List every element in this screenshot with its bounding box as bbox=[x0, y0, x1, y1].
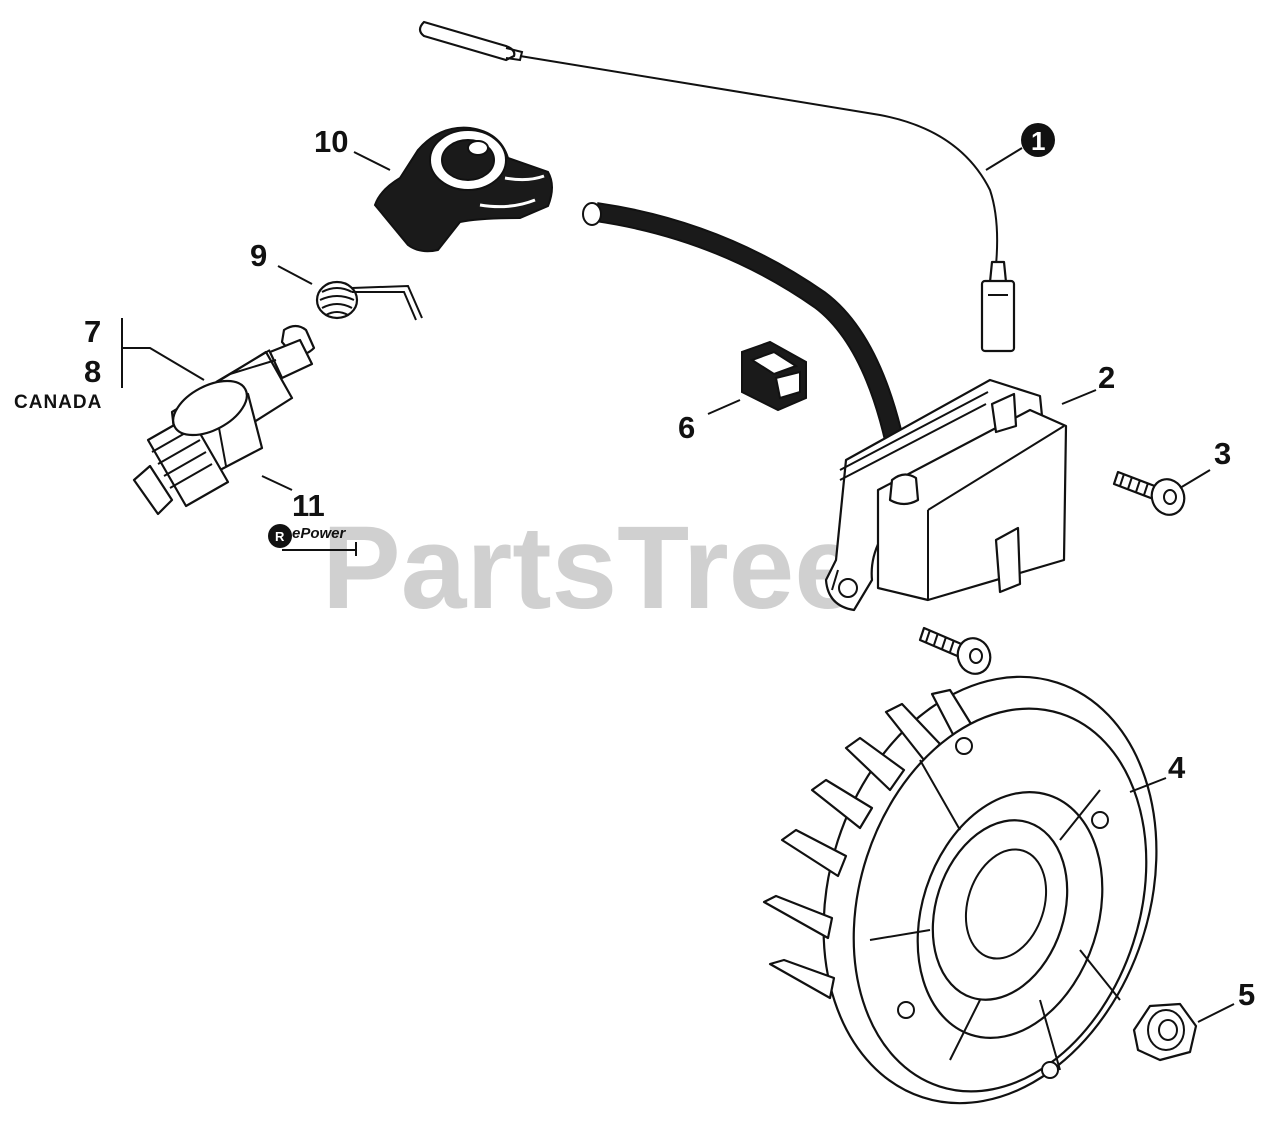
callout-8-label[interactable]: 8 bbox=[84, 354, 101, 389]
ignition-lead[interactable] bbox=[582, 202, 912, 482]
part-3-screw-second[interactable] bbox=[918, 626, 995, 678]
repower-logo: R ePower bbox=[268, 524, 357, 556]
callout-5-label[interactable]: 5 bbox=[1238, 977, 1255, 1012]
callout-3-label[interactable]: 3 bbox=[1214, 436, 1231, 471]
callout-9-label[interactable]: 9 bbox=[250, 238, 267, 273]
leader-lines bbox=[121, 147, 1235, 1023]
callout-11-label[interactable]: 11 bbox=[292, 488, 325, 523]
repower-logo-text: ePower bbox=[292, 525, 347, 542]
region-note-canada: CANADA bbox=[14, 392, 102, 413]
watermark-text: PartsTree bbox=[322, 502, 860, 634]
callout-7-label[interactable]: 7 bbox=[84, 314, 101, 349]
part-5-nut[interactable] bbox=[1132, 1002, 1198, 1062]
callout-1-label: 1 bbox=[1031, 126, 1045, 156]
part-1-stop-wire[interactable] bbox=[418, 20, 1016, 353]
part-2-ignition-coil[interactable] bbox=[824, 378, 1068, 612]
part-10-spark-plug-boot[interactable] bbox=[373, 126, 553, 253]
repower-logo-badge bbox=[268, 524, 292, 548]
part-9-spring-clip[interactable] bbox=[315, 280, 423, 321]
callout-1[interactable]: 1 bbox=[1021, 123, 1055, 157]
part-6-grommet[interactable] bbox=[741, 340, 807, 412]
callout-6-label[interactable]: 6 bbox=[678, 410, 695, 445]
watermark: PartsTree TM bbox=[322, 502, 942, 634]
part-4-flywheel[interactable] bbox=[762, 633, 1210, 1123]
part-7-8-spark-plug[interactable] bbox=[132, 324, 316, 516]
callout-2-label[interactable]: 2 bbox=[1098, 360, 1115, 395]
part-3-screw[interactable] bbox=[1112, 470, 1189, 519]
callout-4-label[interactable]: 4 bbox=[1168, 750, 1186, 785]
callout-10-label[interactable]: 10 bbox=[314, 124, 348, 159]
repower-logo-letter: R bbox=[275, 529, 285, 544]
callout-1-badge bbox=[1021, 123, 1055, 157]
